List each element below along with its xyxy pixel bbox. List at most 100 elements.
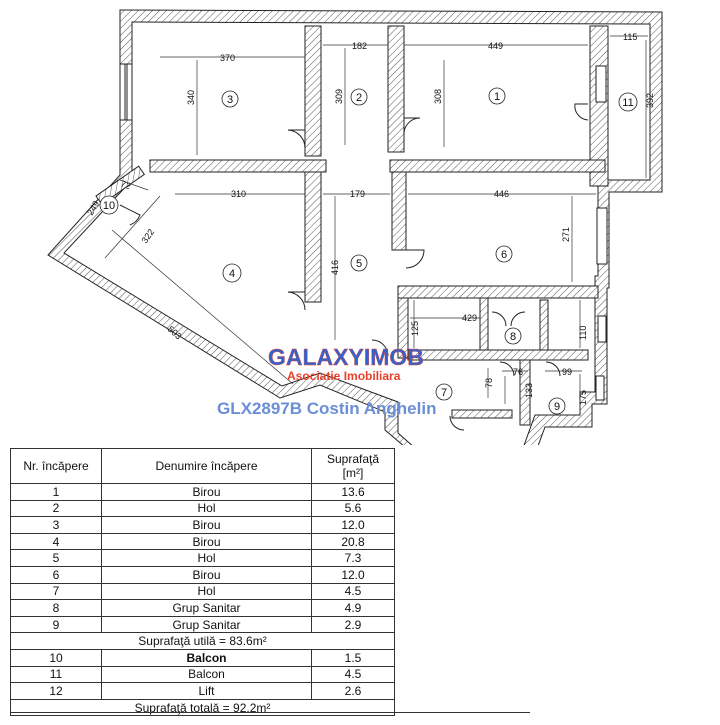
dim-125: 125 bbox=[410, 321, 420, 336]
walls-inner bbox=[95, 25, 609, 426]
dim-340: 340 bbox=[186, 90, 196, 105]
dim-76: 76 bbox=[513, 367, 523, 377]
cell-area: 12.0 bbox=[311, 565, 395, 584]
watermark-tagline: Asociatie Imobiliara bbox=[287, 369, 401, 383]
dim-133: 133 bbox=[524, 383, 534, 398]
dim-99: 99 bbox=[562, 367, 572, 377]
cell-nr: 2 bbox=[10, 499, 102, 518]
cell-name: Balcon bbox=[101, 648, 312, 667]
cell-area: 7.3 bbox=[311, 549, 395, 567]
dim-78: 78 bbox=[484, 378, 494, 388]
cell-nr: 3 bbox=[10, 516, 102, 534]
dim-392: 392 bbox=[645, 93, 655, 108]
room-number-9: 9 bbox=[554, 401, 560, 413]
cell-nr: 11 bbox=[10, 665, 102, 684]
table-footer-strip bbox=[10, 712, 530, 725]
cell-nr: 6 bbox=[10, 565, 102, 584]
floor-plan: 370 340 182 309 449 308 115 392 72 310 1… bbox=[47, 9, 663, 445]
dim-182: 182 bbox=[352, 41, 367, 51]
legend-header-nr: Nr. încăpere bbox=[10, 448, 102, 484]
cell-name: Hol bbox=[101, 499, 312, 518]
cell-area: 2.9 bbox=[311, 615, 395, 634]
legend-header-name: Denumire încăpere bbox=[101, 448, 312, 484]
dim-72: 72 bbox=[119, 178, 132, 191]
dim-449: 449 bbox=[488, 41, 503, 51]
dimension-labels: 370 340 182 309 449 308 115 392 72 310 1… bbox=[85, 32, 655, 405]
cell-name: Grup Sanitar bbox=[101, 599, 312, 617]
cell-name: Hol bbox=[101, 582, 312, 601]
cell-area: 4.5 bbox=[311, 665, 395, 684]
cell-nr: 1 bbox=[10, 483, 102, 501]
cell-name: Birou bbox=[101, 565, 312, 584]
legend-header-row: Nr. încăpere Denumire încăpere Suprafaţă… bbox=[10, 448, 395, 484]
cell-nr: 9 bbox=[10, 615, 102, 634]
cell-area: 1.5 bbox=[311, 648, 395, 667]
cell-name: Hol bbox=[101, 549, 312, 567]
windows bbox=[119, 63, 608, 401]
total-area: Suprafaţă totală = 92.2m² bbox=[10, 698, 395, 717]
room-number-8: 8 bbox=[510, 331, 516, 343]
room-number-3: 3 bbox=[227, 94, 233, 106]
cell-nr: 10 bbox=[10, 648, 102, 667]
cell-nr: 4 bbox=[10, 532, 102, 551]
dim-308: 308 bbox=[433, 89, 443, 104]
cell-area: 12.0 bbox=[311, 516, 395, 534]
room-markers bbox=[99, 87, 638, 415]
dim-271: 271 bbox=[561, 227, 571, 242]
cell-area: 20.8 bbox=[311, 532, 395, 551]
cell-area: 2.6 bbox=[311, 682, 395, 700]
room-number-6: 6 bbox=[501, 249, 507, 261]
cell-nr: 8 bbox=[10, 599, 102, 617]
cell-nr: 12 bbox=[10, 682, 102, 700]
cell-area: 4.9 bbox=[311, 599, 395, 617]
dim-309: 309 bbox=[334, 89, 344, 104]
legend-header-area: Suprafaţă [m²] bbox=[311, 448, 395, 484]
dim-115: 115 bbox=[623, 32, 637, 42]
cell-name: Balcon bbox=[101, 665, 312, 684]
cell-name: Birou bbox=[101, 532, 312, 551]
watermark: GALAXYIMOB Asociatie Imobiliara GLX2897B… bbox=[217, 344, 436, 418]
dim-310: 310 bbox=[231, 189, 246, 199]
subtotal-util: Suprafaţă utilă = 83.6m² bbox=[10, 632, 395, 650]
dim-322: 322 bbox=[139, 227, 156, 245]
total-row: Suprafaţă totală = 92.2m² bbox=[10, 698, 395, 717]
cell-name: Grup Sanitar bbox=[101, 615, 312, 634]
subtotal-row: Suprafaţă utilă = 83.6m² bbox=[10, 632, 395, 650]
room-numbers: 3 2 1 4 5 6 7 8 9 10 11 12 bbox=[103, 91, 634, 413]
cell-nr: 5 bbox=[10, 549, 102, 567]
cell-name: Birou bbox=[101, 483, 312, 501]
dim-429: 429 bbox=[462, 313, 477, 323]
cell-name: Lift bbox=[101, 682, 312, 700]
dim-110: 110 bbox=[578, 326, 588, 340]
cell-area: 5.6 bbox=[311, 499, 395, 518]
cell-area: 13.6 bbox=[311, 483, 395, 501]
room-number-5: 5 bbox=[356, 258, 362, 270]
watermark-brand: GALAXYIMOB bbox=[268, 344, 424, 370]
room-number-10: 10 bbox=[103, 200, 115, 212]
room-number-4: 4 bbox=[229, 268, 235, 280]
dim-370: 370 bbox=[220, 53, 235, 63]
room-number-1: 1 bbox=[494, 91, 500, 103]
room-number-2: 2 bbox=[356, 92, 362, 104]
dim-446: 446 bbox=[494, 189, 509, 199]
room-number-11: 11 bbox=[622, 97, 633, 109]
dim-416: 416 bbox=[330, 260, 340, 275]
cell-name: Birou bbox=[101, 516, 312, 534]
room-legend-table: Nr. încăpere Denumire încăpere Suprafaţă… bbox=[10, 448, 395, 717]
cell-area: 4.5 bbox=[311, 582, 395, 601]
dim-175: 175 bbox=[578, 390, 588, 405]
room-number-7: 7 bbox=[441, 387, 447, 399]
cell-nr: 7 bbox=[10, 582, 102, 601]
